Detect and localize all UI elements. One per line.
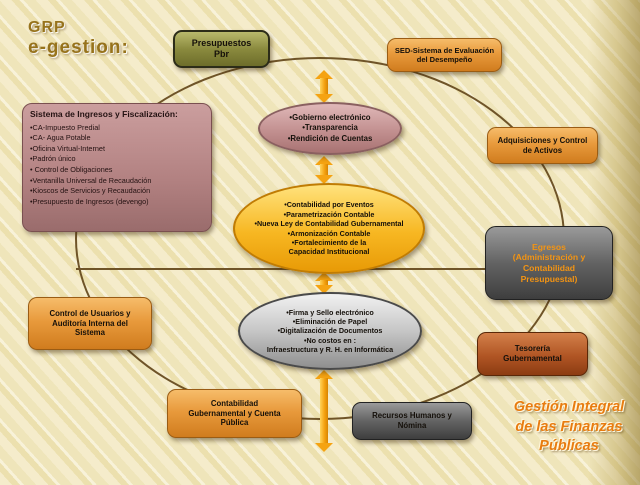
node-egresos: Egresos (Administración y Contabilidad P… bbox=[485, 226, 613, 300]
arrow-firma-to-bottom bbox=[315, 370, 333, 452]
node-control-usuarios: Control de Usuarios y Auditoría Interna … bbox=[28, 297, 152, 350]
arrowhead-up-icon bbox=[315, 70, 333, 79]
ellipse-firma-electronica: •Firma y Sello electrónico •Eliminación … bbox=[238, 292, 422, 370]
node-tesoreria: Tesorería Gubernamental bbox=[477, 332, 588, 376]
arrow-presupuestos-to-gobierno bbox=[315, 70, 333, 103]
arrowhead-up-icon bbox=[315, 156, 333, 165]
arrow-eventos-to-firma bbox=[315, 272, 333, 294]
node-recursos-humanos: Recursos Humanos y Nómina bbox=[352, 402, 472, 440]
footer-title: Gestión Integral de las Finanzas Pública… bbox=[513, 399, 625, 455]
list-item: •Presupuesto de Ingresos (devengo) bbox=[30, 196, 149, 206]
arrowhead-down-icon bbox=[315, 94, 333, 103]
list-item: •Padrón único bbox=[30, 154, 76, 164]
arrowhead-down-icon bbox=[315, 443, 333, 452]
arrowhead-down-icon bbox=[315, 285, 333, 294]
node-presupuestos-pbr: Presupuestos Pbr bbox=[173, 30, 270, 68]
node-sistema-ingresos: Sistema de Ingresos y Fiscalización: •CA… bbox=[22, 103, 212, 232]
arrowhead-up-icon bbox=[315, 272, 333, 281]
brand-line2: e-gestion: bbox=[28, 37, 129, 59]
ellipse-contabilidad-eventos: •Contabilidad por Eventos •Parametrizaci… bbox=[233, 183, 425, 274]
arrow-gobierno-to-eventos bbox=[315, 156, 333, 184]
brand-line1: GRP bbox=[28, 19, 66, 36]
list-item: •CA-Impuesto Predial bbox=[30, 122, 100, 132]
node-sed-sistema-evaluacion: SED-Sistema de Evaluación del Desempeño bbox=[387, 38, 502, 72]
list-item: •CA- Agua Potable bbox=[30, 133, 91, 143]
arrow-shaft bbox=[320, 164, 328, 176]
arrowhead-down-icon bbox=[315, 175, 333, 184]
list-item: •Oficina Virtual-Internet bbox=[30, 143, 106, 153]
list-item: • Control de Obligaciones bbox=[30, 164, 113, 174]
arrow-shaft bbox=[320, 78, 328, 95]
arrow-shaft bbox=[320, 378, 328, 444]
list-item: •Ventanilla Universal de Recaudación bbox=[30, 175, 152, 185]
arrow-shaft bbox=[320, 280, 328, 286]
node-contabilidad-gubernamental: Contabilidad Gubernamental y Cuenta Públ… bbox=[167, 389, 302, 438]
brand-logo: GRP e-gestion: bbox=[28, 18, 129, 60]
node-adquisiciones: Adquisiciones y Control de Activos bbox=[487, 127, 598, 164]
sistema-ingresos-list: •CA-Impuesto Predial•CA- Agua Potable•Of… bbox=[30, 123, 204, 208]
ellipse-gobierno-electronico: •Gobierno electrónico •Transparencia •Re… bbox=[258, 102, 402, 155]
list-item: •Kioscos de Servicios y Recaudación bbox=[30, 186, 151, 196]
sistema-ingresos-title: Sistema de Ingresos y Fiscalización: bbox=[30, 109, 178, 119]
arrowhead-up-icon bbox=[315, 370, 333, 379]
